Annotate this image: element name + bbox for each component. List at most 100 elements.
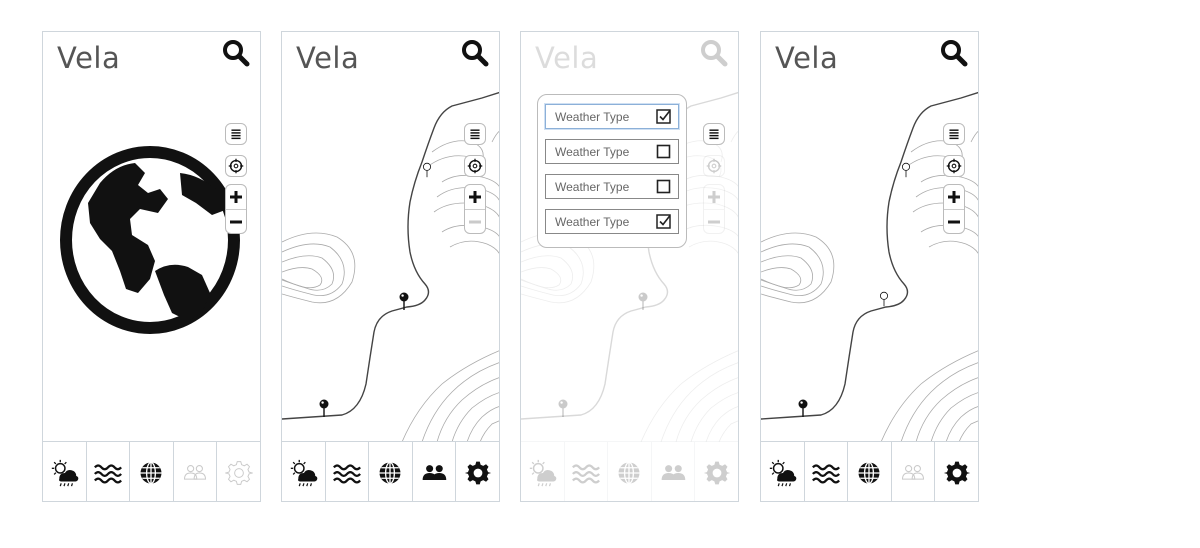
layers-menu-icon xyxy=(465,124,485,144)
zoom-out-button xyxy=(704,210,724,234)
tab-globe[interactable] xyxy=(369,442,413,501)
tab-people[interactable] xyxy=(413,442,457,501)
zoom-in-button[interactable] xyxy=(944,185,964,209)
people-icon xyxy=(659,459,687,487)
locate-button[interactable] xyxy=(464,155,486,177)
tab-weather[interactable] xyxy=(761,442,805,501)
locate-icon xyxy=(465,156,485,176)
weather-icon xyxy=(288,458,318,488)
tab-waves[interactable] xyxy=(805,442,849,501)
layers-menu-button[interactable] xyxy=(943,123,965,145)
search-icon[interactable] xyxy=(460,38,490,68)
zoom-out-button[interactable] xyxy=(944,210,964,234)
map-pin-icon[interactable] xyxy=(901,162,911,178)
locate-button xyxy=(703,155,725,177)
bottom-nav xyxy=(282,441,499,502)
app-title: Vela xyxy=(296,41,360,75)
bottom-nav xyxy=(521,441,738,501)
screen-weather-filter: Vela Weather Type Weather Type Weather T… xyxy=(520,31,739,502)
globe-icon xyxy=(615,459,643,487)
people-icon xyxy=(181,459,209,487)
screen-map-settings: Vela xyxy=(760,31,979,502)
layers-menu-button[interactable] xyxy=(464,123,486,145)
waves-icon xyxy=(811,458,841,488)
zoom-in-button xyxy=(704,185,724,209)
weather-icon xyxy=(767,458,797,488)
map-pin-icon[interactable] xyxy=(797,398,809,418)
option-label: Weather Type xyxy=(555,180,630,194)
weather-type-option[interactable]: Weather Type xyxy=(545,139,679,164)
tab-weather[interactable] xyxy=(43,442,87,501)
checkbox-unchecked-icon[interactable] xyxy=(656,144,671,159)
bottom-nav xyxy=(43,441,260,502)
checkbox-checked-icon[interactable] xyxy=(656,214,671,229)
option-label: Weather Type xyxy=(555,215,630,229)
weather-icon xyxy=(49,458,79,488)
map-pin-icon[interactable] xyxy=(318,398,330,418)
tab-people[interactable] xyxy=(174,442,218,501)
checkbox-checked-icon[interactable] xyxy=(656,109,671,124)
map-pin-icon xyxy=(637,291,649,311)
map-pin-icon[interactable] xyxy=(422,162,432,178)
screen-map: Vela xyxy=(281,31,500,502)
zoom-control xyxy=(225,184,247,234)
weather-type-option[interactable]: Weather Type xyxy=(545,174,679,199)
locate-icon xyxy=(704,156,724,176)
tab-globe[interactable] xyxy=(130,442,174,501)
map-view[interactable] xyxy=(282,32,500,442)
zoom-out-button[interactable] xyxy=(465,210,485,234)
locate-icon xyxy=(944,156,964,176)
tab-waves[interactable] xyxy=(87,442,131,501)
map-pin-icon xyxy=(557,398,569,418)
gear-icon xyxy=(703,459,731,487)
weather-icon xyxy=(527,458,557,488)
zoom-control xyxy=(703,184,725,234)
map-view[interactable] xyxy=(761,32,979,442)
zoom-in-button[interactable] xyxy=(465,185,485,209)
tab-waves[interactable] xyxy=(326,442,370,501)
locate-button[interactable] xyxy=(225,155,247,177)
waves-icon xyxy=(93,458,123,488)
map-pin-icon[interactable] xyxy=(398,291,410,311)
tab-settings[interactable] xyxy=(935,442,978,502)
layers-menu-icon xyxy=(704,124,724,144)
globe-icon xyxy=(137,459,165,487)
tab-globe[interactable] xyxy=(848,442,892,501)
tab-settings[interactable] xyxy=(456,442,499,502)
weather-type-option[interactable]: Weather Type xyxy=(545,104,679,129)
weather-type-option[interactable]: Weather Type xyxy=(545,209,679,234)
globe-icon xyxy=(376,459,404,487)
search-icon xyxy=(699,38,729,68)
search-icon[interactable] xyxy=(221,38,251,68)
app-title: Vela xyxy=(535,41,599,75)
bottom-nav xyxy=(761,441,978,502)
locate-button[interactable] xyxy=(943,155,965,177)
gear-icon xyxy=(225,459,253,487)
map-pin-icon[interactable] xyxy=(879,291,889,307)
globe-icon xyxy=(855,459,883,487)
tab-weather[interactable] xyxy=(282,442,326,501)
screen-globe: Vela xyxy=(42,31,261,502)
zoom-out-button[interactable] xyxy=(226,210,246,234)
people-icon xyxy=(899,459,927,487)
tab-globe xyxy=(608,442,652,501)
globe-icon xyxy=(60,146,240,334)
layers-menu-icon xyxy=(226,124,246,144)
tab-people[interactable] xyxy=(892,442,936,501)
layers-menu-button[interactable] xyxy=(225,123,247,145)
layers-menu-button[interactable] xyxy=(703,123,725,145)
locate-icon xyxy=(226,156,246,176)
weather-filter-panel: Weather Type Weather Type Weather Type W… xyxy=(537,94,687,248)
tab-weather xyxy=(521,442,565,501)
tab-settings[interactable] xyxy=(217,442,260,502)
tab-people xyxy=(652,442,696,501)
zoom-control xyxy=(464,184,486,234)
checkbox-unchecked-icon[interactable] xyxy=(656,179,671,194)
option-label: Weather Type xyxy=(555,145,630,159)
search-icon[interactable] xyxy=(939,38,969,68)
waves-icon xyxy=(332,458,362,488)
zoom-in-button[interactable] xyxy=(226,185,246,209)
people-icon xyxy=(420,459,448,487)
waves-icon xyxy=(571,458,601,488)
app-title: Vela xyxy=(775,41,839,75)
